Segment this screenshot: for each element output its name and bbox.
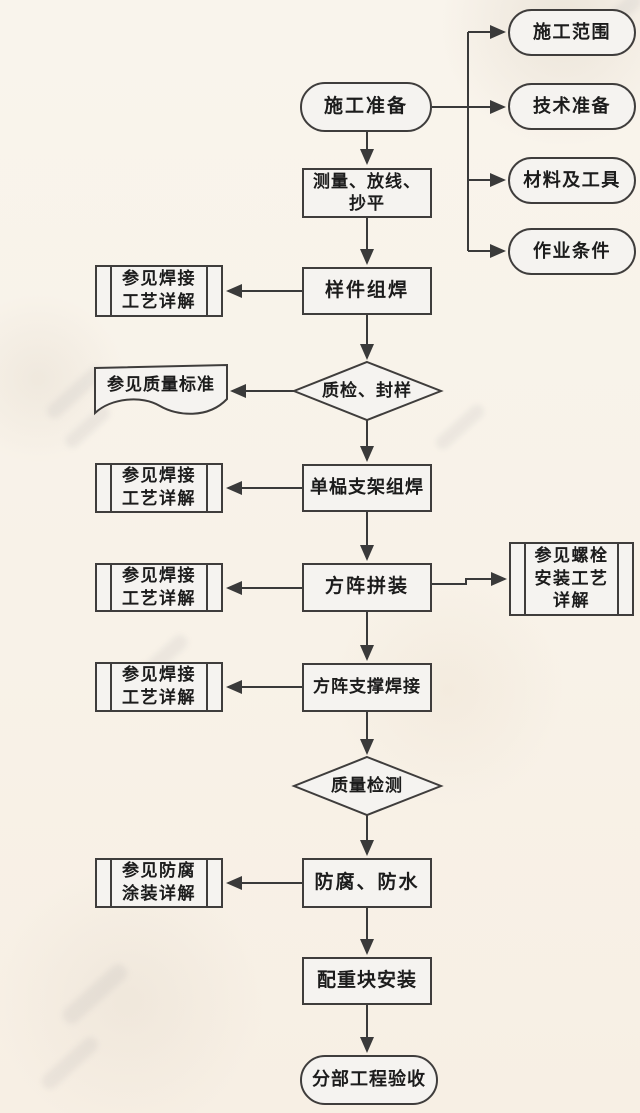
ref-weld-3-label: 参见焊接 工艺详解 xyxy=(122,565,196,608)
node-prep-conditions-label: 作业条件 xyxy=(533,240,611,261)
decision-quality-test-shape xyxy=(291,755,444,817)
node-single-frame-weld: 单榀支架组焊 xyxy=(302,464,432,512)
node-prep-tech: 技术准备 xyxy=(508,83,636,130)
ref-bolt: 参见螺栓 安装工艺 详解 xyxy=(509,542,634,616)
ref-weld-3: 参见焊接 工艺详解 xyxy=(95,563,223,612)
node-prep-materials: 材料及工具 xyxy=(508,157,636,204)
node-start-label: 施工准备 xyxy=(323,95,408,117)
node-prep-tech-label: 技术准备 xyxy=(533,95,611,116)
double-bar-right xyxy=(206,664,208,710)
double-bar-right xyxy=(206,860,208,906)
double-bar-left xyxy=(110,565,112,610)
ref-coating: 参见防腐 涂装详解 xyxy=(95,858,223,908)
node-end: 分部工程验收 xyxy=(300,1055,438,1105)
double-bar-right xyxy=(206,465,208,511)
node-prep-materials-label: 材料及工具 xyxy=(523,169,621,190)
node-anticorrosion-label: 防腐、防水 xyxy=(314,871,420,893)
node-measure: 测量、放线、 抄平 xyxy=(302,168,432,218)
ref-weld-2: 参见焊接 工艺详解 xyxy=(95,463,223,513)
ref-weld-1: 参见焊接 工艺详解 xyxy=(95,265,223,317)
node-array-support-weld: 方阵支撑焊接 xyxy=(302,663,432,712)
double-bar-left xyxy=(110,465,112,511)
node-array-support-weld-label: 方阵支撑焊接 xyxy=(313,677,421,697)
double-bar-right xyxy=(206,565,208,610)
node-inspect-seal-label: 质检、封样 xyxy=(322,380,412,400)
node-prep-scope-label: 施工范围 xyxy=(533,21,611,42)
double-bar-left xyxy=(524,544,526,614)
node-counterweight: 配重块安装 xyxy=(302,957,432,1005)
decision-inspect-seal-shape xyxy=(291,360,444,422)
node-sample-weld: 样件组焊 xyxy=(302,267,432,315)
node-measure-label: 测量、放线、 抄平 xyxy=(313,171,421,213)
double-bar-left xyxy=(110,267,112,315)
node-quality-standard-label: 参见质量标准 xyxy=(107,374,215,394)
node-prep-conditions: 作业条件 xyxy=(508,228,636,275)
double-bar-right xyxy=(206,267,208,315)
double-bar-left xyxy=(110,664,112,710)
node-quality-standard-doc: 参见质量标准 xyxy=(95,370,227,400)
ref-weld-4: 参见焊接 工艺详解 xyxy=(95,662,223,712)
node-quality-test: 质量检测 xyxy=(302,770,432,802)
node-array-assembly: 方阵拼装 xyxy=(302,563,432,612)
node-prep-scope: 施工范围 xyxy=(508,9,636,56)
double-bar-right xyxy=(617,544,619,614)
node-start: 施工准备 xyxy=(300,82,432,132)
node-quality-test-label: 质量检测 xyxy=(331,775,403,795)
ref-weld-1-label: 参见焊接 工艺详解 xyxy=(122,269,196,311)
node-end-label: 分部工程验收 xyxy=(312,1069,426,1090)
ref-bolt-label: 参见螺栓 安装工艺 详解 xyxy=(534,545,609,611)
double-bar-left xyxy=(110,860,112,906)
node-anticorrosion: 防腐、防水 xyxy=(302,858,432,908)
arrow-array-assembly-to-bolt-ref xyxy=(432,572,507,586)
node-counterweight-label: 配重块安装 xyxy=(316,969,417,991)
ref-weld-4-label: 参见焊接 工艺详解 xyxy=(122,665,196,707)
ref-coating-label: 参见防腐 涂装详解 xyxy=(122,861,196,903)
ref-weld-2-label: 参见焊接 工艺详解 xyxy=(122,466,196,508)
node-sample-weld-label: 样件组焊 xyxy=(324,279,409,301)
document-quality-standard-shape xyxy=(94,363,228,416)
node-array-assembly-label: 方阵拼装 xyxy=(324,576,409,598)
node-inspect-seal: 质检、封样 xyxy=(302,375,432,407)
node-single-frame-weld-label: 单榀支架组焊 xyxy=(310,477,424,498)
